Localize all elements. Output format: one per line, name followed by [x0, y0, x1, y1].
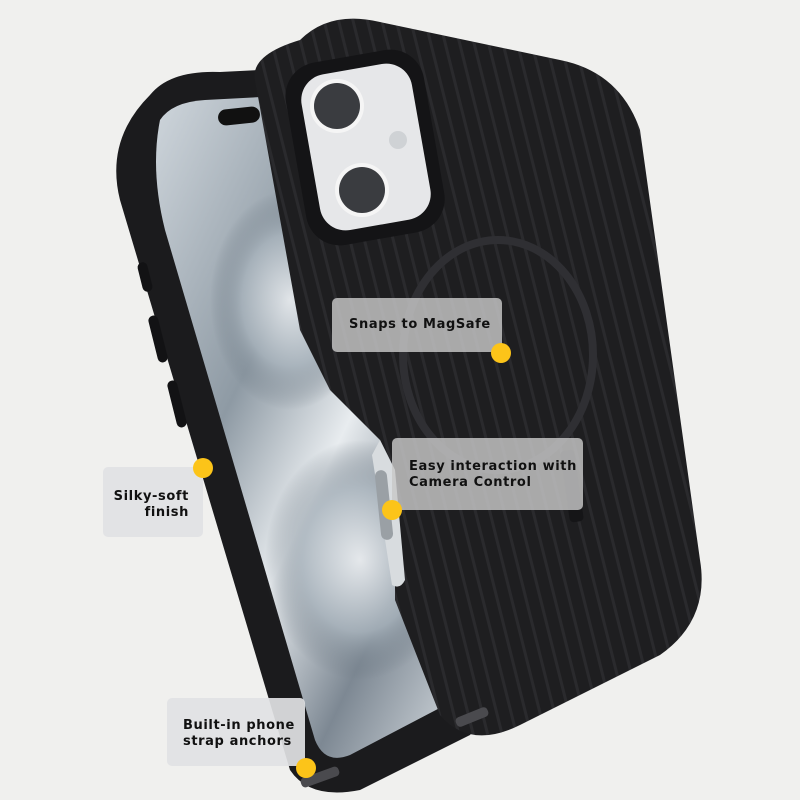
- callout-silky-line1: Silky-soft: [113, 489, 189, 504]
- callout-camera-control-dot: [382, 500, 402, 520]
- callout-strap-line1: Built-in phone: [183, 718, 295, 733]
- callout-camera-control-line2: Camera Control: [409, 475, 532, 490]
- callout-silky-dot: [193, 458, 213, 478]
- callout-camera-control: Easy interaction with Camera Control: [392, 438, 583, 510]
- camera-module: [285, 49, 445, 246]
- callout-silky: Silky-soft finish: [103, 467, 203, 537]
- callout-silky-line2: finish: [144, 505, 189, 520]
- callout-magsafe-label: Snaps to MagSafe: [349, 317, 491, 332]
- callout-camera-control-line1: Easy interaction with: [409, 459, 577, 474]
- callout-strap: Built-in phone strap anchors: [167, 698, 305, 766]
- callout-strap-dot: [296, 758, 316, 778]
- callout-magsafe-dot: [491, 343, 511, 363]
- callout-magsafe: Snaps to MagSafe: [332, 298, 502, 352]
- callout-strap-line2: strap anchors: [183, 734, 292, 749]
